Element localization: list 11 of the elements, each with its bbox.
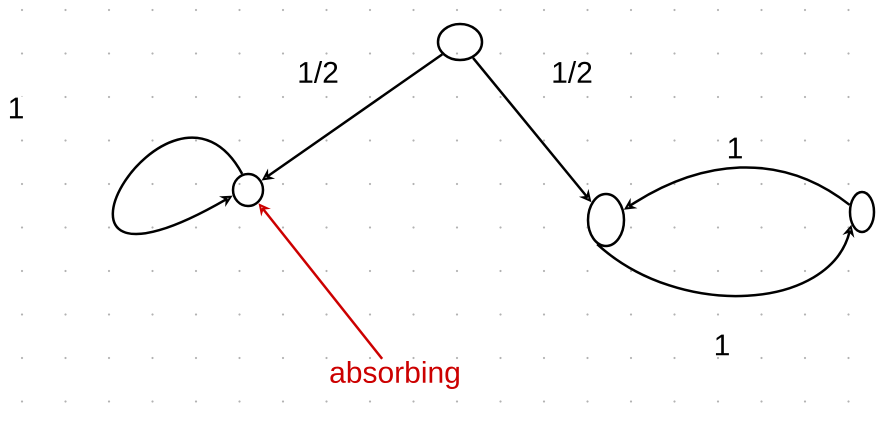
edge-label: 1/2 — [550, 60, 594, 84]
state-circle — [848, 190, 876, 234]
edge-label: 1 — [726, 136, 744, 160]
edge-label: 1 — [6, 96, 26, 120]
state-circle — [586, 192, 626, 248]
edge-label: 1/2 — [296, 60, 340, 84]
node-label: absorbing — [330, 361, 459, 389]
state-circle — [232, 172, 264, 208]
state-circle — [436, 22, 484, 62]
edge-label: 1 — [712, 334, 732, 356]
arrow — [112, 137, 244, 235]
